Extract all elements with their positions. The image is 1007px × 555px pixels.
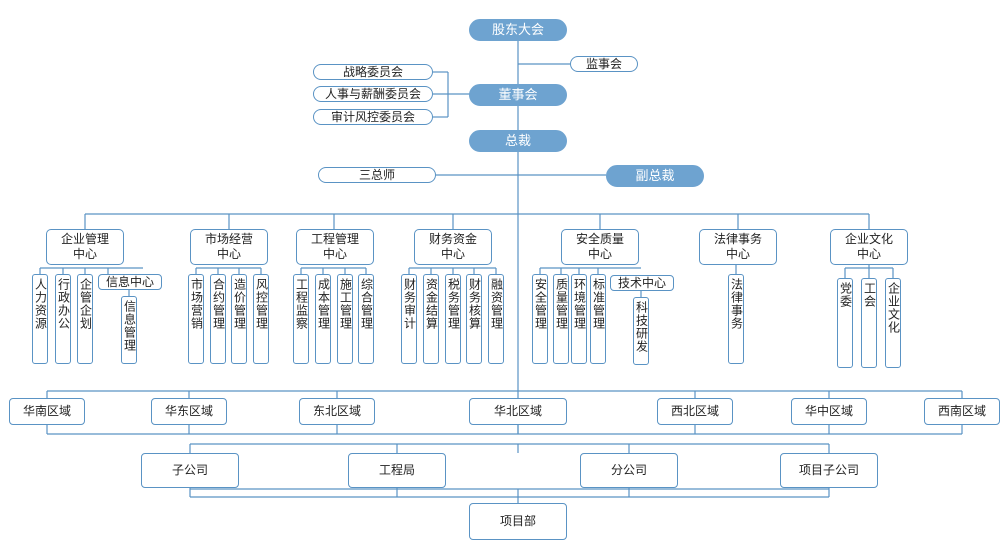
sub-construction-management[interactable]: 施工管理	[337, 274, 353, 364]
sub-label: 法律事务	[729, 278, 744, 330]
sub-label: 企管企划	[78, 278, 93, 330]
sub-tech-research[interactable]: 科技研发	[633, 297, 649, 365]
region-south-china[interactable]: 华南区域	[9, 398, 85, 425]
sub-administration-office[interactable]: 行政办公	[55, 274, 71, 364]
dept-finance-funds[interactable]: 财务资金 中心	[414, 229, 492, 265]
sub-financing-management[interactable]: 融资管理	[488, 274, 504, 364]
dept-enterprise-management[interactable]: 企业管理 中心	[46, 229, 124, 265]
sub-labor-union[interactable]: 工会	[861, 278, 877, 368]
region-east-china[interactable]: 华东区域	[151, 398, 227, 425]
sub-financial-accounting[interactable]: 财务核算	[466, 274, 482, 364]
unit-branch-company[interactable]: 分公司	[580, 453, 678, 488]
sub-information-management[interactable]: 信息管理	[121, 296, 137, 364]
node-audit-risk-committee[interactable]: 审计风控委员会	[313, 109, 433, 125]
sub-label: 财务核算	[467, 278, 482, 330]
sub-legal-affairs[interactable]: 法律事务	[728, 274, 744, 364]
sub-general-management[interactable]: 综合管理	[358, 274, 374, 364]
sub-financial-audit[interactable]: 财务审计	[401, 274, 417, 364]
sub-label: 党委	[838, 282, 853, 308]
sub-label: 质量管理	[554, 278, 569, 330]
region-southwest[interactable]: 西南区域	[924, 398, 1000, 425]
sub-cost-estimation[interactable]: 造价管理	[231, 274, 247, 364]
sub-label: 造价管理	[232, 278, 247, 330]
sub-label: 工会	[862, 282, 877, 308]
node-board-of-directors[interactable]: 董事会	[469, 84, 567, 106]
sub-label: 工程监察	[294, 278, 309, 330]
node-president[interactable]: 总裁	[469, 130, 567, 152]
sub-safety-management[interactable]: 安全管理	[532, 274, 548, 364]
sub-contract-management[interactable]: 合约管理	[210, 274, 226, 364]
node-vice-president[interactable]: 副总裁	[606, 165, 704, 187]
sub-label: 安全管理	[533, 278, 548, 330]
unit-project-department[interactable]: 项目部	[469, 503, 567, 540]
sub-cost-management[interactable]: 成本管理	[315, 274, 331, 364]
sub-label: 科技研发	[634, 301, 649, 353]
region-central-china[interactable]: 华中区域	[791, 398, 867, 425]
sub-enterprise-planning[interactable]: 企管企划	[77, 274, 93, 364]
node-hr-compensation-committee[interactable]: 人事与薪酬委员会	[313, 86, 433, 102]
unit-project-subsidiary[interactable]: 项目子公司	[780, 453, 878, 488]
dept-legal-affairs[interactable]: 法律事务 中心	[699, 229, 777, 265]
sub-corporate-culture[interactable]: 企业文化	[885, 278, 901, 368]
sub-information-center[interactable]: 信息中心	[98, 274, 162, 290]
unit-subsidiary[interactable]: 子公司	[141, 453, 239, 488]
sub-fund-settlement[interactable]: 资金结算	[423, 274, 439, 364]
sub-label: 综合管理	[359, 278, 374, 330]
sub-tax-management[interactable]: 税务管理	[445, 274, 461, 364]
sub-label: 市场营销	[189, 278, 204, 330]
sub-label: 标准管理	[591, 278, 606, 330]
node-three-chiefs[interactable]: 三总师	[318, 167, 436, 183]
sub-quality-management[interactable]: 质量管理	[553, 274, 569, 364]
sub-technology-center[interactable]: 技术中心	[610, 275, 674, 291]
sub-label: 行政办公	[56, 278, 71, 330]
sub-label: 资金结算	[424, 278, 439, 330]
dept-market-operations[interactable]: 市场经营 中心	[190, 229, 268, 265]
sub-engineering-supervision[interactable]: 工程监察	[293, 274, 309, 364]
sub-environment-management[interactable]: 环境管理	[571, 274, 587, 364]
sub-label: 税务管理	[446, 278, 461, 330]
region-north-china[interactable]: 华北区域	[469, 398, 567, 425]
sub-label: 财务审计	[402, 278, 417, 330]
sub-party-committee[interactable]: 党委	[837, 278, 853, 368]
node-strategy-committee[interactable]: 战略委员会	[313, 64, 433, 80]
sub-risk-control[interactable]: 风控管理	[253, 274, 269, 364]
unit-engineering-bureau[interactable]: 工程局	[348, 453, 446, 488]
sub-label: 企业文化	[886, 282, 901, 334]
sub-marketing[interactable]: 市场营销	[188, 274, 204, 364]
node-shareholders-meeting[interactable]: 股东大会	[469, 19, 567, 41]
dept-engineering-management[interactable]: 工程管理 中心	[296, 229, 374, 265]
region-northwest[interactable]: 西北区域	[657, 398, 733, 425]
sub-standards-management[interactable]: 标准管理	[590, 274, 606, 364]
sub-label: 环境管理	[572, 278, 587, 330]
sub-label: 合约管理	[211, 278, 226, 330]
sub-label: 信息管理	[122, 300, 137, 352]
sub-label: 风控管理	[254, 278, 269, 330]
sub-human-resources[interactable]: 人力资源	[32, 274, 48, 364]
sub-label: 人力资源	[33, 278, 48, 330]
node-board-of-supervisors[interactable]: 监事会	[570, 56, 638, 72]
sub-label: 融资管理	[489, 278, 504, 330]
dept-safety-quality[interactable]: 安全质量 中心	[561, 229, 639, 265]
sub-label: 成本管理	[316, 278, 331, 330]
dept-corporate-culture[interactable]: 企业文化 中心	[830, 229, 908, 265]
region-northeast[interactable]: 东北区域	[299, 398, 375, 425]
sub-label: 施工管理	[338, 278, 353, 330]
